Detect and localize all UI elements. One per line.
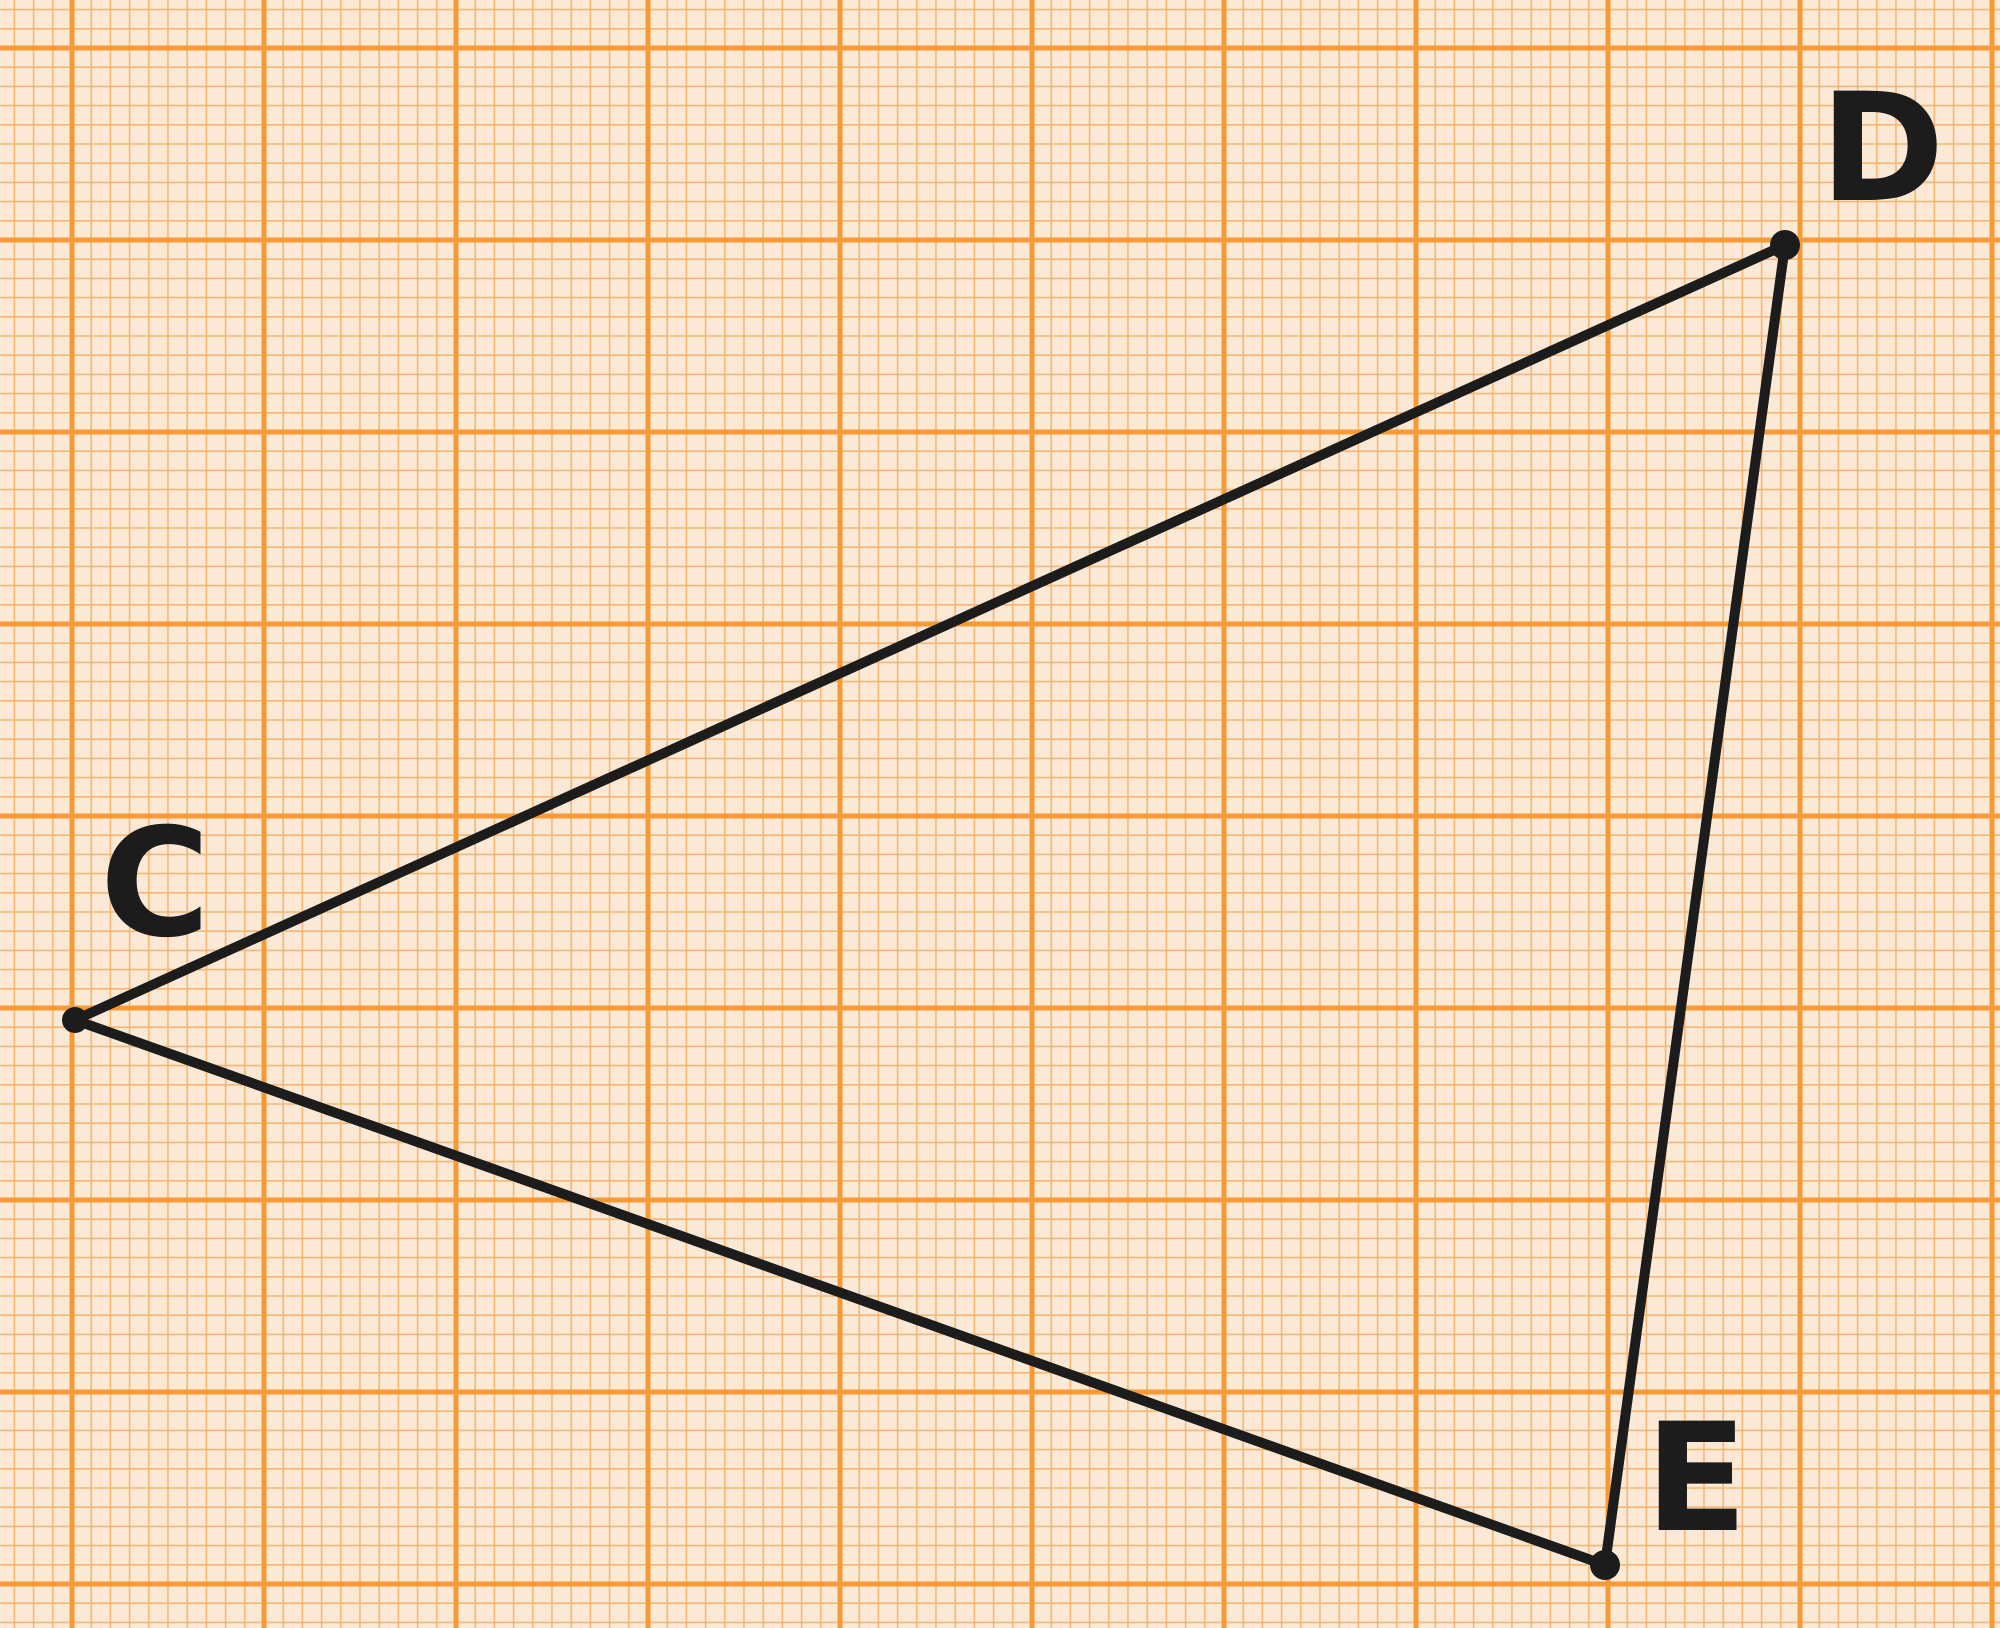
- vertex-label-e: E: [1645, 1392, 1747, 1566]
- side-cd: [70, 240, 1790, 1025]
- vertex-point-d: [1770, 230, 1800, 260]
- side-ec: [70, 1015, 1610, 1570]
- side-de: [1600, 240, 1790, 1570]
- vertex-points: [62, 230, 1800, 1580]
- vertex-label-c: C: [100, 797, 210, 971]
- vertex-point-e: [1590, 1550, 1620, 1580]
- vertex-label-d: D: [1820, 62, 1945, 236]
- vertex-point-c: [62, 1007, 88, 1033]
- triangle-cde: [70, 240, 1790, 1570]
